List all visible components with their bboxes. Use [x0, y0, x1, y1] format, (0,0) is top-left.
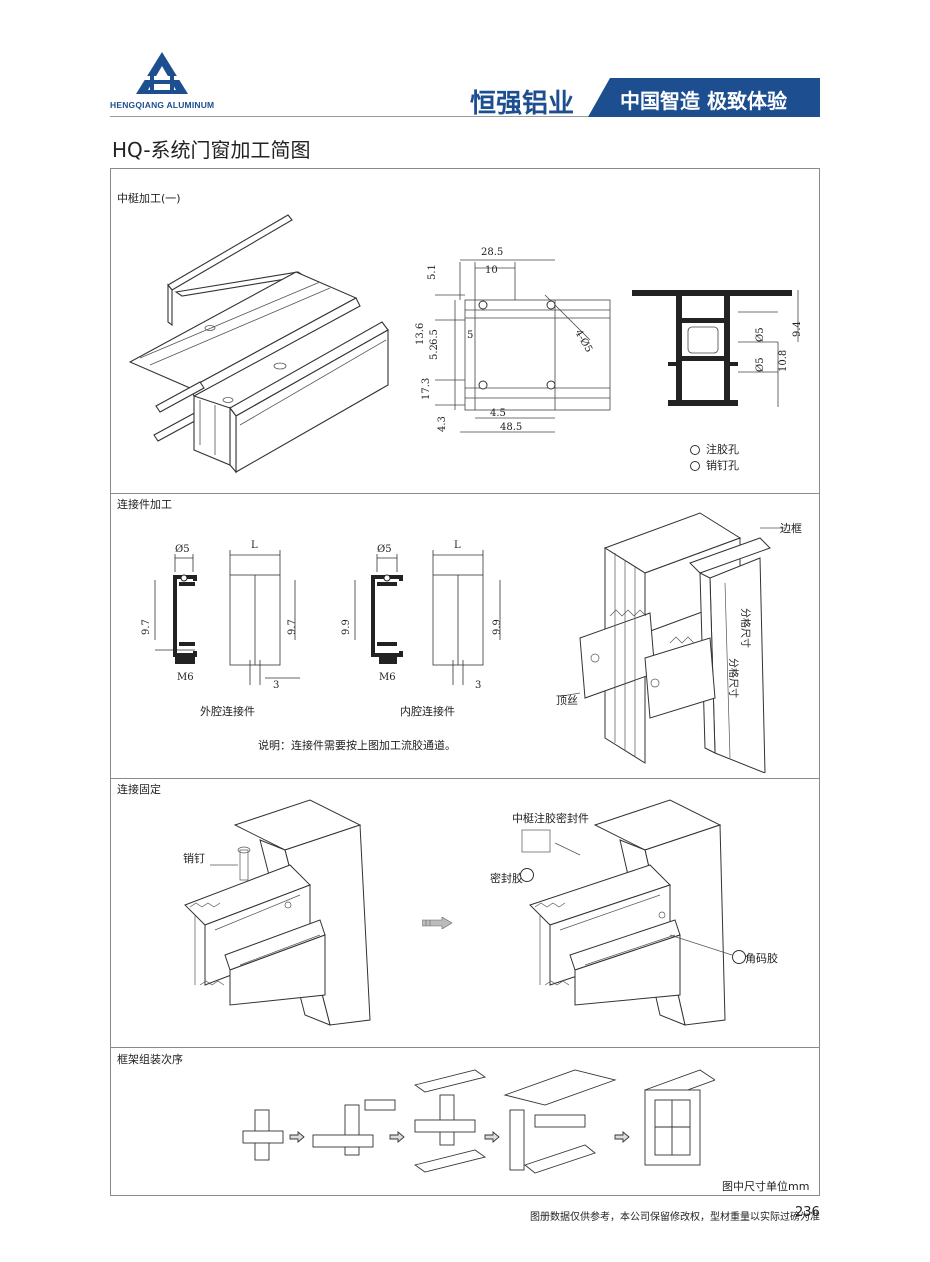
legend-item-glue-hole: 注胶孔 [690, 442, 739, 458]
legend: 注胶孔 销钉孔 [690, 442, 739, 474]
mullion-section-drawing: Ø5 Ø5 9.4 10.8 [632, 290, 803, 407]
unit-note: 图中尺寸单位mm [722, 1180, 810, 1193]
outer-connector-caption: 外腔连接件 [200, 705, 255, 718]
header-rule [110, 116, 820, 117]
fixing-before-drawing [184, 799, 371, 1026]
company-name-en: HENGQIANG ALUMINUM [110, 100, 215, 110]
page-number: 236 [795, 1205, 820, 1220]
mullion-elevation-drawing: 28.5 10 5.1 13.6 6.5 5.2 17.3 4.3 5 4-Ø5… [415, 247, 611, 433]
dim-d5-lower: Ø5 [755, 357, 766, 372]
dim-28-5: 28.5 [481, 247, 503, 258]
dim-5-inner: 5 [467, 330, 473, 341]
outer-three: 3 [273, 680, 279, 690]
inner-L: L [454, 540, 461, 551]
sealant-label: 密封胶 [490, 872, 523, 885]
dim-5-1: 5.1 [427, 264, 438, 280]
circle-icon [690, 445, 700, 455]
callout-screw: 顶丝 [556, 694, 578, 707]
company-logo [120, 50, 215, 104]
mullion-isometric-drawing [128, 214, 389, 474]
arrow-right-icon [422, 917, 453, 929]
section-label-connector: 连接件加工 [117, 498, 172, 511]
page-title: HQ-系统门窗加工简图 [112, 138, 311, 162]
inner-d5: Ø5 [377, 544, 392, 555]
content-frame [110, 168, 820, 1196]
dim-10-8: 10.8 [778, 350, 789, 372]
inner-connector-drawing: Ø5 L 9.9 9.9 M6 3 [341, 540, 503, 690]
inner-h2: 9.9 [492, 619, 503, 635]
slogan-banner: 中国智造 极致体验 [588, 78, 820, 117]
slogan-banner-shape [588, 78, 820, 117]
dim-4-5: 4.5 [490, 408, 506, 419]
connector-note: 说明：连接件需要按上图加工流胶通道。 [258, 739, 456, 752]
section-label-mullion: 中梃加工(一) [117, 192, 181, 205]
inner-h1: 9.9 [341, 619, 352, 635]
circle-icon [690, 461, 700, 471]
logo-mark-icon [136, 52, 188, 94]
frame-connector-isometric: 分格尺寸 分格尺寸 [560, 512, 785, 773]
divider-2 [110, 778, 820, 779]
pin-label: 销钉 [183, 852, 205, 865]
outer-h1: 9.7 [141, 619, 152, 635]
vert-text-1: 分格尺寸 [727, 658, 740, 698]
divider-3 [110, 1047, 820, 1048]
dim-4-holes: 4-Ø5 [572, 328, 594, 355]
outer-connector-drawing: Ø5 L 9.7 9.7 M6 3 [141, 540, 300, 690]
assembly-sequence-drawing [242, 1069, 715, 1174]
outer-m6: M6 [177, 672, 194, 683]
dim-5-2: 5.2 [429, 344, 440, 360]
dim-13-6: 13.6 [415, 323, 426, 345]
dim-17-3: 17.3 [421, 378, 432, 400]
slogan-text: 中国智造 极致体验 [620, 89, 787, 113]
brand-name: 恒强铝业 [470, 89, 575, 119]
dim-6-5: 6.5 [429, 329, 440, 345]
outer-h2: 9.7 [287, 619, 298, 635]
outer-d5: Ø5 [175, 544, 190, 555]
outer-L: L [251, 540, 258, 551]
vert-text-2: 分格尺寸 [739, 608, 752, 648]
fixing-after-drawing [521, 799, 733, 1026]
section-label-assembly-order: 框架组装次序 [117, 1053, 183, 1066]
corner-glue-marker-icon [732, 950, 746, 964]
inner-m6: M6 [379, 672, 396, 683]
dim-4-3: 4.3 [437, 416, 448, 432]
divider-1 [110, 493, 820, 494]
mullion-seal-label: 中梃注胶密封件 [512, 812, 589, 825]
section-label-fixing: 连接固定 [117, 783, 161, 796]
dim-9-4: 9.4 [792, 321, 803, 337]
corner-glue-label: 角码胶 [745, 952, 778, 965]
callout-frame: 边框 [780, 522, 802, 535]
dim-48-5: 48.5 [500, 422, 522, 433]
footer-disclaimer: 图册数据仅供参考，本公司保留修改权，型材重量以实际过磅为准 [530, 1212, 820, 1223]
dim-d5-upper: Ø5 [755, 327, 766, 342]
inner-three: 3 [475, 680, 481, 690]
legend-item-pin-hole: 销钉孔 [690, 458, 739, 474]
sealant-marker-icon [520, 868, 534, 882]
dim-10: 10 [485, 265, 498, 276]
inner-connector-caption: 内腔连接件 [400, 705, 455, 718]
